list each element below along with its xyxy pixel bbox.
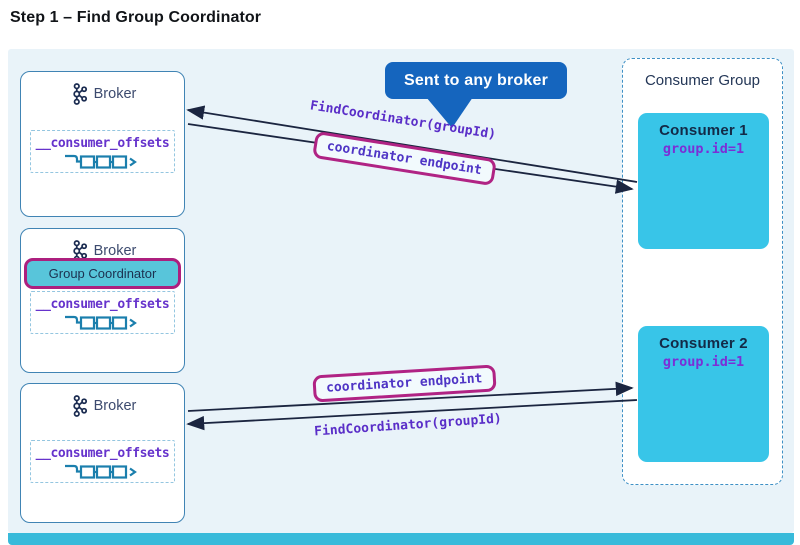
consumer-group-title: Consumer Group [644, 72, 761, 89]
broker-box-3: Broker __consumer_offsets [20, 383, 185, 523]
broker-box-1: Broker __consumer_offsets [20, 71, 185, 217]
broker-2-label: Broker [93, 243, 137, 259]
broker-1-header: Broker [21, 81, 184, 107]
kafka-broker-icon [72, 83, 87, 105]
consumer-2-box: Consumer 2 group.id=1 [638, 326, 769, 462]
broker-2-offsets-topic: __consumer_offsets [30, 291, 175, 334]
callout-text: Sent to any broker [403, 71, 549, 89]
broker-3-offsets-topic: __consumer_offsets [30, 440, 175, 483]
consumer-1-group-id: group.id=1 [662, 141, 745, 157]
bottom-accent-bar [8, 533, 794, 545]
broker-1-label: Broker [93, 86, 137, 102]
offsets-topic-name: __consumer_offsets [35, 446, 170, 461]
consumer-2-group-id: group.id=1 [662, 354, 745, 370]
partition-log-icon [64, 464, 137, 479]
sent-to-any-broker-callout: Sent to any broker [385, 62, 567, 99]
broker-3-label: Broker [93, 398, 137, 414]
broker-1-offsets-topic: __consumer_offsets [30, 130, 175, 173]
consumer-1-box: Consumer 1 group.id=1 [638, 113, 769, 249]
partition-log-icon [64, 154, 137, 169]
broker-box-2: Broker Group Coordinator __consumer_offs… [20, 228, 185, 373]
group-coordinator-badge: Group Coordinator [24, 258, 181, 289]
page-title: Step 1 – Find Group Coordinator [10, 9, 262, 26]
consumer-2-name: Consumer 2 [659, 335, 748, 352]
offsets-topic-name: __consumer_offsets [35, 136, 170, 151]
offsets-topic-name: __consumer_offsets [35, 297, 170, 312]
consumer-group-container: Consumer Group Consumer 1 group.id=1 Con… [622, 58, 783, 485]
kafka-broker-icon [72, 395, 87, 417]
partition-log-icon [64, 315, 137, 330]
broker-3-header: Broker [21, 393, 184, 419]
consumer-1-name: Consumer 1 [659, 122, 748, 139]
